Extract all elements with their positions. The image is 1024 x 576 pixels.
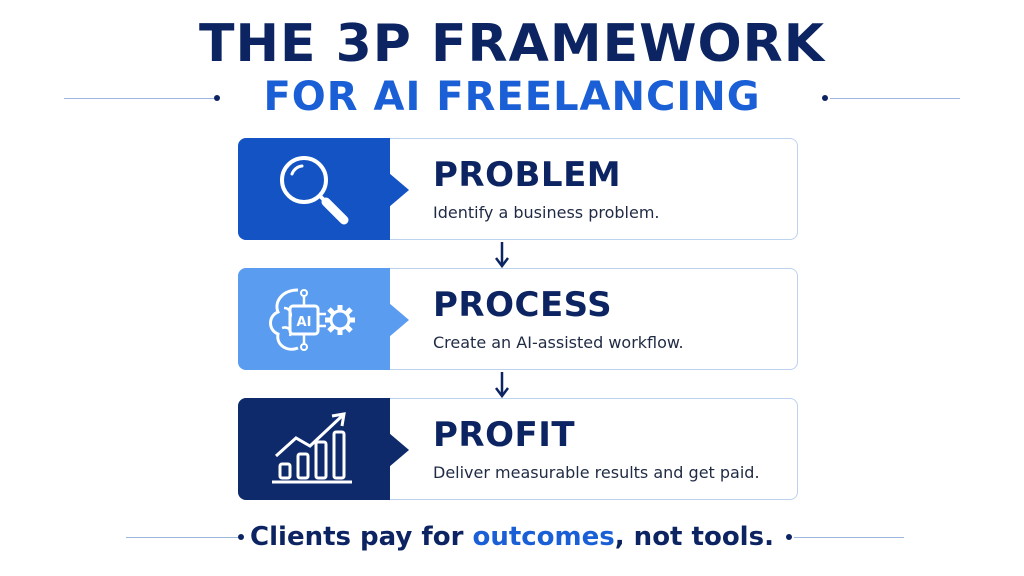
step-title-process: PROCESS — [433, 285, 613, 325]
footer-tagline: Clients pay for outcomes, not tools. — [0, 520, 1024, 554]
step-card-process: AI PROCESS Create an AI-assisted workflo… — [237, 267, 798, 370]
growth-chart-icon — [271, 411, 352, 483]
left-divider-dot — [214, 95, 220, 101]
step-description-problem: Identify a business problem. — [433, 203, 660, 222]
problem-notch — [389, 173, 409, 207]
profit-icon-panel — [237, 397, 390, 500]
footer-highlight: outcomes — [472, 522, 615, 552]
page-title: THE 3P FRAMEWORK — [199, 14, 825, 74]
step-title-profit: PROFIT — [433, 415, 576, 455]
ai-brain-gear-icon: AI — [268, 288, 355, 351]
right-divider-dot — [822, 95, 828, 101]
footer-right-line — [794, 537, 904, 538]
process-icon-panel: AI — [237, 267, 390, 370]
step-title-problem: PROBLEM — [433, 155, 622, 195]
process-notch — [389, 303, 409, 337]
left-divider-line — [64, 98, 214, 99]
problem-icon-panel — [237, 137, 390, 240]
footer-prefix: Clients pay for — [250, 522, 473, 552]
step-description-profit: Deliver measurable results and get paid. — [433, 463, 760, 482]
magnifying-glass-icon — [279, 155, 348, 224]
down-arrow-2 — [495, 372, 509, 399]
footer-suffix: , not tools. — [614, 522, 774, 552]
page-subtitle: FOR AI FREELANCING — [263, 74, 761, 120]
right-divider-line — [830, 98, 960, 99]
ai-chip-label: AI — [296, 315, 311, 330]
step-card-problem: PROBLEM Identify a business problem. — [237, 137, 798, 240]
profit-notch — [389, 433, 409, 467]
footer-left-dot — [238, 534, 244, 540]
step-card-profit: PROFIT Deliver measurable results and ge… — [237, 397, 798, 500]
footer-left-line — [126, 537, 238, 538]
down-arrow-1 — [495, 242, 509, 269]
footer-right-dot — [786, 534, 792, 540]
step-description-process: Create an AI-assisted workflow. — [433, 333, 684, 352]
